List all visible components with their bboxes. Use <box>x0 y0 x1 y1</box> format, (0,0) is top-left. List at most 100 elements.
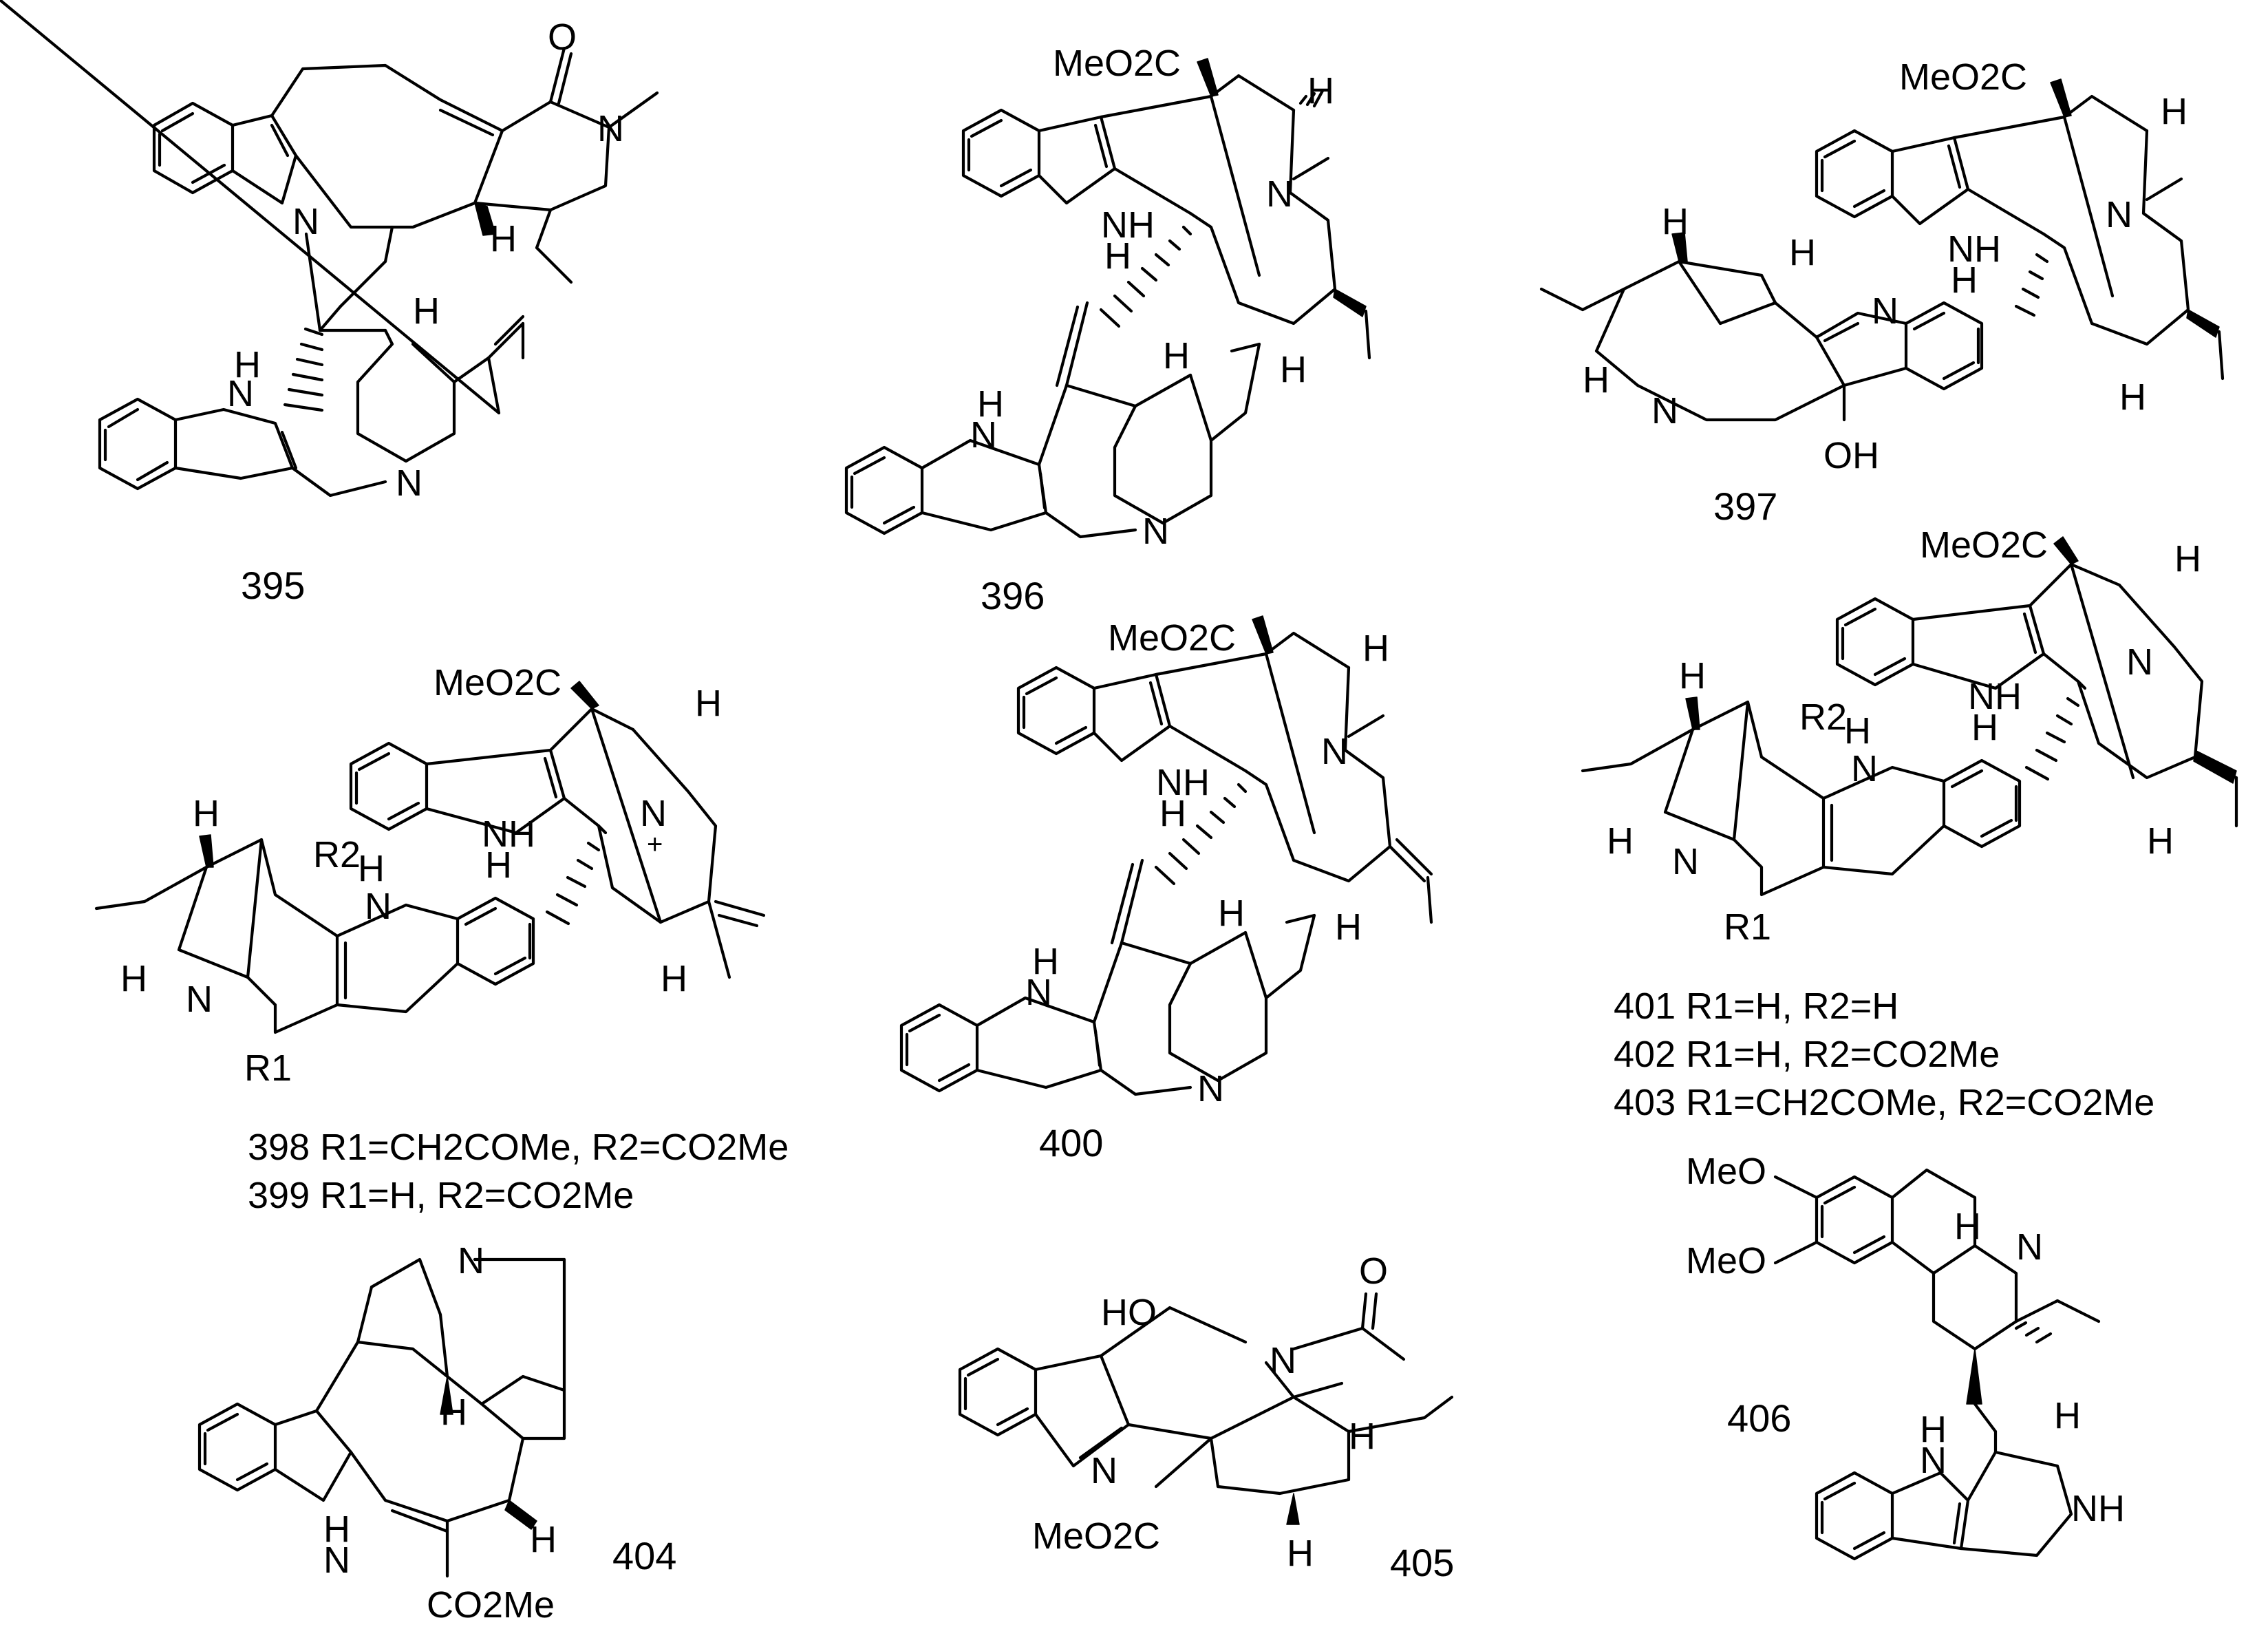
amine-nitrogen: N <box>1672 841 1699 882</box>
positive-charge: + <box>647 829 663 860</box>
compound-label-401: 401 R1=H, R2=H <box>1614 986 1898 1027</box>
amine-nh: NH <box>2071 1488 2125 1529</box>
amine-nitrogen: N <box>2106 194 2132 235</box>
nh-hydrogen: H <box>1159 793 1186 834</box>
structure-396: MeO2C H N NH H H H H N N 396 <box>844 43 1371 617</box>
indole-nitrogen: N <box>227 373 254 414</box>
amine-nitrogen: N <box>458 1240 484 1281</box>
stereo-hydrogen: H <box>1607 820 1634 862</box>
ester-group: MeO2C <box>1108 617 1236 659</box>
stereo-hydrogen: H <box>490 218 517 259</box>
compound-label-395: 395 <box>241 564 305 607</box>
stereo-hydrogen: H <box>1789 232 1816 273</box>
compound-label-399: 399 R1=H, R2=CO2Me <box>248 1175 634 1216</box>
compound-label-398: 398 R1=CH2COMe, R2=CO2Me <box>248 1127 789 1168</box>
substituent-r1: R1 <box>1724 906 1771 948</box>
stereo-hydrogen: H <box>2161 91 2187 132</box>
stereo-hydrogen: H <box>1679 655 1706 696</box>
indole-nh: NH <box>1156 762 1210 803</box>
indole-nh: NH <box>482 813 535 855</box>
indole-nh: NH <box>1968 676 2022 717</box>
amide-nitrogen: N <box>597 108 624 149</box>
amine-nitrogen: N <box>186 979 213 1020</box>
nh-hydrogen: H <box>1844 710 1871 752</box>
ester-group: MeO2C <box>1899 56 2027 98</box>
compound-label-404: 404 <box>612 1534 676 1577</box>
stereo-hydrogen: H <box>695 683 722 724</box>
structure-395: O N N H H H N N 395 <box>0 0 659 607</box>
structure-398-399: MeO2C H N + NH H H R2 H N H H N R1 398 R… <box>94 662 789 1216</box>
structure-405: HO N O H N MeO2C H 405 <box>958 1251 1454 1584</box>
amide-nitrogen: N <box>1270 1340 1296 1381</box>
substituent-r2: R2 <box>313 834 361 875</box>
hydroxyl-group: OH <box>1823 435 1879 476</box>
stereo-hydrogen: H <box>1163 335 1190 376</box>
compound-label-403: 403 R1=CH2COMe, R2=CO2Me <box>1614 1082 2154 1123</box>
substituent-r2: R2 <box>1799 696 1847 738</box>
stereo-hydrogen: H <box>1280 349 1307 390</box>
nh-hydrogen: H <box>977 383 1004 425</box>
imine-nitrogen: N <box>1872 290 1898 332</box>
ester-group: MeO2C <box>434 662 561 703</box>
stereo-hydrogen: H <box>1218 893 1245 934</box>
ester-group: CO2Me <box>427 1584 555 1626</box>
stereo-hydrogen: H <box>1954 1206 1981 1247</box>
amine-nitrogen: N <box>2016 1226 2043 1268</box>
nh-hydrogen: H <box>485 844 512 886</box>
compound-label-402: 402 R1=H, R2=CO2Me <box>1614 1034 2000 1075</box>
imine-nitrogen: N <box>1091 1450 1117 1491</box>
stereo-hydrogen: H <box>2119 376 2146 418</box>
stereo-hydrogen: H <box>1307 70 1334 111</box>
nh-hydrogen: H <box>1920 1409 1947 1450</box>
ester-group: MeO2C <box>1032 1515 1160 1557</box>
compound-label-400: 400 <box>1039 1121 1103 1164</box>
nh-hydrogen: H <box>234 344 261 385</box>
indole-nitrogen: N <box>292 201 319 242</box>
methoxy-group: MeO <box>1686 1151 1766 1192</box>
amine-nitrogen: N <box>1651 390 1678 432</box>
stereo-hydrogen: H <box>1662 201 1689 242</box>
amine-nitrogen: N <box>1142 511 1169 552</box>
compound-label-405: 405 <box>1390 1541 1454 1584</box>
indole-nh: NH <box>1101 204 1155 246</box>
hydroxyl-group: HO <box>1101 1292 1157 1333</box>
methoxy-group: MeO <box>1686 1240 1766 1281</box>
structure-397: MeO2C H N NH H H H H H N N OH 397 <box>1539 56 2225 528</box>
indole-nitrogen: N <box>1920 1440 1947 1481</box>
amine-nitrogen: N <box>396 462 422 504</box>
quaternary-nitrogen: N <box>640 793 667 834</box>
compound-label-397: 397 <box>1713 485 1777 528</box>
stereo-hydrogen: H <box>1287 1533 1314 1574</box>
nh-hydrogen: H <box>323 1509 350 1550</box>
stereo-hydrogen: H <box>413 290 440 332</box>
indole-nh: NH <box>1947 228 2001 270</box>
stereo-hydrogen: H <box>2054 1395 2081 1436</box>
nh-hydrogen: H <box>1971 707 1998 748</box>
structure-400: MeO2C H N NH H H H H N N 400 <box>899 615 1433 1164</box>
amine-nitrogen: N <box>2126 641 2153 683</box>
stereo-hydrogen: H <box>1362 628 1389 669</box>
compound-label-396: 396 <box>981 574 1045 617</box>
indole-nitrogen: N <box>1025 972 1052 1013</box>
amine-nitrogen: N <box>1197 1068 1224 1109</box>
stereo-hydrogen: H <box>530 1519 557 1560</box>
indole-nitrogen: N <box>365 886 392 927</box>
amine-nitrogen: N <box>1266 173 1293 215</box>
structure-406: MeO MeO N H H H N NH 406 <box>1686 1151 2125 1561</box>
structure-401-403: MeO2C H N NH H H R2 H N H H N R1 401 R1=… <box>1581 524 2238 1123</box>
stereo-hydrogen: H <box>120 958 147 999</box>
indole-nitrogen: N <box>970 414 997 456</box>
nh-hydrogen: H <box>1951 259 1978 301</box>
substituent-r1: R1 <box>244 1047 292 1089</box>
stereo-hydrogen: H <box>2174 538 2201 579</box>
ester-group: MeO2C <box>1053 43 1181 84</box>
structure-404: N H H N H CO2Me 404 <box>197 1240 676 1626</box>
stereo-hydrogen: H <box>1583 359 1609 401</box>
nh-hydrogen: H <box>358 848 385 889</box>
stereo-hydrogen: H <box>1349 1416 1376 1457</box>
ester-group: MeO2C <box>1920 524 2048 566</box>
stereo-hydrogen: H <box>661 958 687 999</box>
stereo-hydrogen: H <box>1335 906 1362 948</box>
stereo-hydrogen: H <box>2147 820 2174 862</box>
